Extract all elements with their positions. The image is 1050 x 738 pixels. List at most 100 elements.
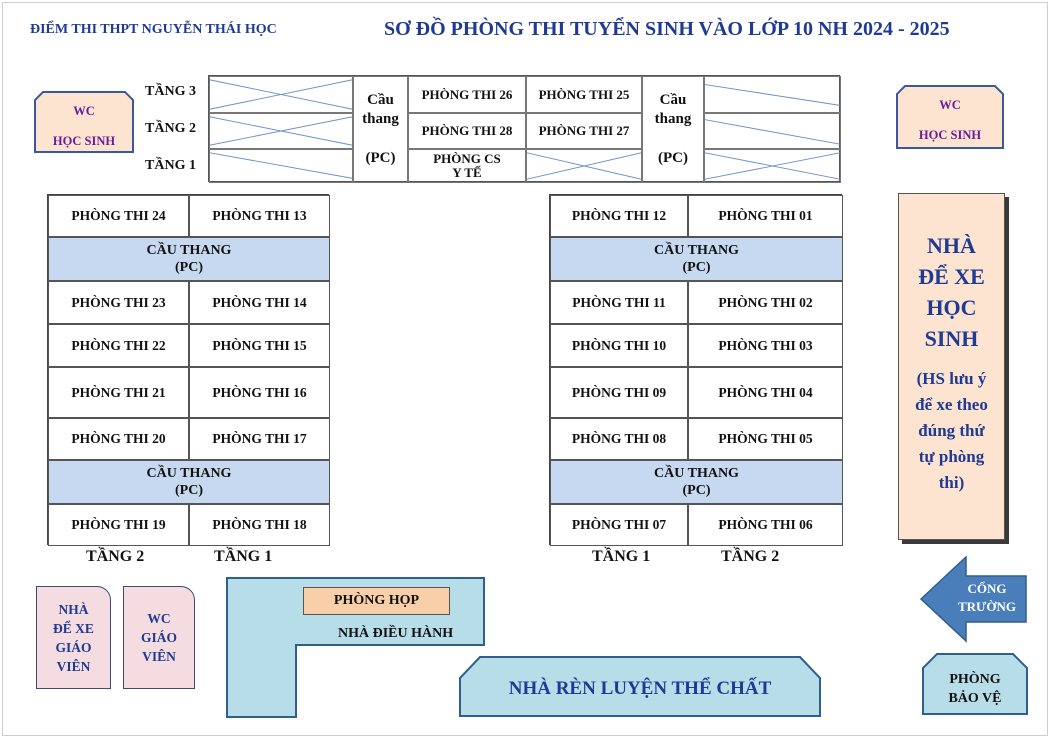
teacher-parking-line-4: VIÊN: [56, 658, 91, 674]
wc-sub-label: HỌC SINH: [52, 134, 116, 148]
room-13: PHÒNG THI 13: [189, 195, 330, 237]
medical-line-2: Y TẾ: [452, 165, 482, 180]
teacher-wc-line-3: VIÊN: [142, 649, 176, 664]
stair-left-top: Cầu thang (PC): [353, 76, 408, 183]
teacher-wc-line-1: WC: [147, 611, 171, 626]
stair-word-2: thang: [362, 111, 399, 127]
room-10: PHÒNG THI 10: [550, 324, 688, 367]
guard-line-2: BẢO VỆ: [948, 691, 1002, 706]
room-02: PHÒNG THI 02: [688, 281, 843, 324]
parking-note-4: tự phòng: [918, 447, 985, 466]
parking-title-2: ĐỂ XE: [918, 264, 985, 289]
room-24: PHÒNG THI 24: [48, 195, 189, 237]
room-05: PHÒNG THI 05: [688, 418, 843, 460]
gate-line-2: TRƯỜNG: [957, 599, 1017, 614]
teacher-wc-line-2: GIÁO: [140, 630, 177, 645]
room-08: PHÒNG THI 08: [550, 418, 688, 460]
unused-cell: [209, 76, 353, 113]
unused-cell: [209, 149, 353, 183]
gym-label: NHÀ RÈN LUYỆN THỂ CHẤT: [508, 678, 772, 699]
parking-title-4: SINH: [924, 326, 979, 351]
teacher-parking-line-1: NHÀ: [58, 601, 89, 617]
stair-sub-label: (PC): [682, 483, 711, 498]
room-17: PHÒNG THI 17: [189, 418, 330, 460]
room-16: PHÒNG THI 16: [189, 367, 330, 418]
left-stair-1: CẦU THANG (PC): [48, 237, 330, 281]
room-01: PHÒNG THI 01: [688, 195, 843, 237]
wc-label: WC: [939, 98, 961, 112]
room-22: PHÒNG THI 22: [48, 324, 189, 367]
stair-word-1: Cầu: [367, 92, 394, 108]
stair-label: CẦU THANG: [146, 466, 232, 481]
left-building: PHÒNG THI 24 PHÒNG THI 13 CẦU THANG (PC)…: [47, 194, 330, 546]
room-11: PHÒNG THI 11: [550, 281, 688, 324]
room-15: PHÒNG THI 15: [189, 324, 330, 367]
gym-shape: [459, 656, 821, 717]
left-floor-label-2: TẦNG 2: [86, 548, 145, 565]
stair-word-2: thang: [654, 111, 692, 127]
wc-students-right: WC HỌC SINH: [895, 90, 1005, 150]
wc-students-right-shape: [896, 85, 1004, 149]
guard-room-shape: [922, 653, 1028, 715]
school-name: ĐIỂM THI THPT NGUYỄN THÁI HỌC: [30, 22, 277, 37]
stair-sub-label: (PC): [682, 260, 711, 275]
student-parking: NHÀ ĐỂ XE HỌC SINH (HS lưu ý để xe theo …: [898, 193, 1005, 540]
wc-students-left-shape: [34, 91, 134, 153]
parking-note-5: thi): [938, 473, 965, 492]
stair-label: CẦU THANG: [654, 243, 739, 258]
gate-arrow-icon: [920, 556, 1027, 643]
room-21: PHÒNG THI 21: [48, 367, 189, 418]
room-12: PHÒNG THI 12: [550, 195, 688, 237]
room-19: PHÒNG THI 19: [48, 504, 189, 546]
room-03: PHÒNG THI 03: [688, 324, 843, 367]
floor-label-1: TẦNG 1: [145, 158, 196, 173]
right-floor-label-1: TẦNG 1: [592, 548, 651, 565]
right-floor-label-2: TẦNG 2: [721, 548, 780, 565]
left-floor-label-1: TẦNG 1: [214, 548, 273, 565]
guard-room: PHÒNG BẢO VỆ: [921, 670, 1029, 708]
floor-label-3: TẦNG 3: [145, 84, 196, 99]
wc-students-left: WC HỌC SINH: [33, 96, 135, 156]
parking-title-1: NHÀ: [927, 233, 976, 258]
room-23: PHÒNG THI 23: [48, 281, 189, 324]
floor-label-2: TẦNG 2: [145, 121, 196, 136]
stair-label: CẦU THANG: [146, 243, 232, 258]
room-28: PHÒNG THI 28: [408, 113, 526, 149]
room-25: PHÒNG THI 25: [526, 76, 642, 113]
room-27: PHÒNG THI 27: [526, 113, 642, 149]
teacher-parking-line-3: GIÁO: [55, 639, 92, 655]
right-stair-1: CẦU THANG (PC): [550, 237, 843, 281]
unused-cell: [704, 113, 841, 149]
gate-line-1: CỔNG: [967, 581, 1007, 596]
teacher-parking-line-2: ĐỂ XE: [53, 620, 94, 636]
stair-sub-label: (PC): [175, 260, 203, 275]
room-20: PHÒNG THI 20: [48, 418, 189, 460]
medical-room: PHÒNG CS Y TẾ: [408, 149, 526, 183]
stair-word-3: (PC): [365, 150, 396, 166]
stair-word-3: (PC): [658, 150, 688, 166]
medical-line-1: PHÒNG CS: [433, 151, 501, 166]
teacher-wc: WC GIÁO VIÊN: [123, 586, 195, 689]
room-14: PHÒNG THI 14: [189, 281, 330, 324]
unused-cell: [209, 113, 353, 149]
wc-sub-label: HỌC SINH: [918, 128, 982, 142]
stair-right-top: Cầu thang (PC): [642, 76, 704, 183]
parking-note-2: để xe theo: [915, 395, 988, 414]
top-building: Cầu thang (PC) PHÒNG THI 26 PHÒNG THI 25…: [208, 75, 841, 183]
school-gate: CỔNG TRƯỜNG: [950, 580, 1024, 616]
page-title: SƠ ĐỒ PHÒNG THI TUYỂN SINH VÀO LỚP 10 NH…: [384, 18, 950, 40]
parking-note-3: đúng thứ: [918, 421, 985, 440]
unused-cell: [704, 76, 841, 113]
room-09: PHÒNG THI 09: [550, 367, 688, 418]
guard-line-1: PHÒNG: [949, 672, 1001, 687]
unused-cell: [704, 149, 841, 183]
left-stair-2: CẦU THANG (PC): [48, 460, 330, 504]
stair-sub-label: (PC): [175, 483, 203, 498]
parking-note-1: (HS lưu ý: [916, 369, 987, 388]
right-stair-2: CẦU THANG (PC): [550, 460, 843, 504]
room-07: PHÒNG THI 07: [550, 504, 688, 546]
admin-building-label: NHÀ ĐIỀU HÀNH: [338, 626, 454, 641]
teacher-parking: NHÀ ĐỂ XE GIÁO VIÊN: [36, 586, 111, 689]
parking-title-3: HỌC: [926, 295, 977, 320]
